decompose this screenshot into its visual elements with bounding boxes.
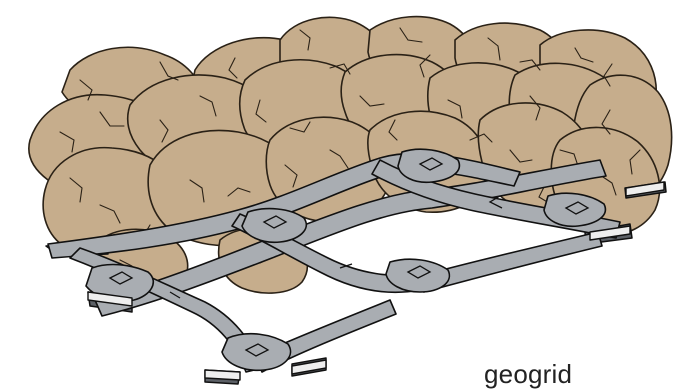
grid-node-bottom bbox=[222, 334, 291, 371]
grid-node-center-left bbox=[242, 209, 306, 243]
geogrid-caption: geogrid bbox=[484, 359, 572, 390]
